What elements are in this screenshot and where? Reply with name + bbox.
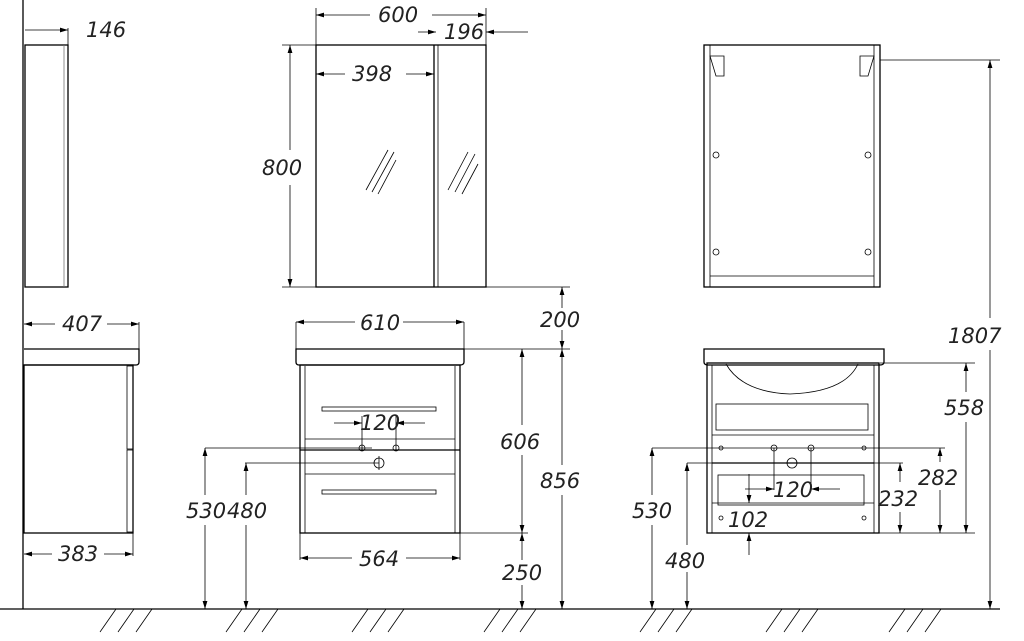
dim-water-inlet-height-front: 530 bbox=[186, 499, 226, 523]
dim-mirror-depth: 146 bbox=[86, 18, 126, 42]
dim-drain-from-bottom: 232 bbox=[878, 487, 918, 511]
dim-rear-cabinet-height: 558 bbox=[944, 396, 984, 420]
dim-mirror-height: 800 bbox=[262, 156, 302, 180]
dim-total-unit-height: 856 bbox=[540, 469, 580, 493]
cabinet-side-view bbox=[23, 348, 140, 534]
dim-gap-above-basin: 200 bbox=[540, 308, 580, 332]
mirror-side-view bbox=[24, 44, 69, 288]
dim-floor-clearance: 250 bbox=[502, 561, 542, 585]
dim-cabinet-height: 606 bbox=[500, 430, 540, 454]
wall-and-floor bbox=[0, 0, 1000, 633]
cabinet-front-view bbox=[295, 348, 465, 534]
dim-water-inlet-height-rear: 530 bbox=[632, 499, 672, 523]
dim-mirror-side-door: 196 bbox=[444, 20, 484, 44]
dim-mirror-main-door: 398 bbox=[352, 62, 392, 86]
dim-tap-hole-spacing-front: 120 bbox=[360, 411, 400, 435]
dim-cabinet-width: 564 bbox=[359, 547, 399, 571]
dim-basin-width: 610 bbox=[360, 311, 400, 335]
dim-cabinet-depth: 383 bbox=[58, 542, 98, 566]
dim-overall-height: 1807 bbox=[948, 324, 1002, 348]
dim-drain-height-rear: 480 bbox=[665, 549, 705, 573]
mirror-front-view bbox=[315, 44, 487, 288]
cabinet-rear-view bbox=[703, 348, 885, 534]
dim-drain-height-front: 480 bbox=[227, 499, 267, 523]
dim-mirror-width: 600 bbox=[378, 3, 418, 27]
mirror-rear-view bbox=[703, 44, 881, 288]
dim-inlet-from-bottom: 282 bbox=[918, 466, 958, 490]
dim-tap-hole-spacing-rear: 120 bbox=[773, 478, 813, 502]
dim-rear-offset: 102 bbox=[728, 508, 768, 532]
dim-basin-depth: 407 bbox=[62, 312, 103, 336]
